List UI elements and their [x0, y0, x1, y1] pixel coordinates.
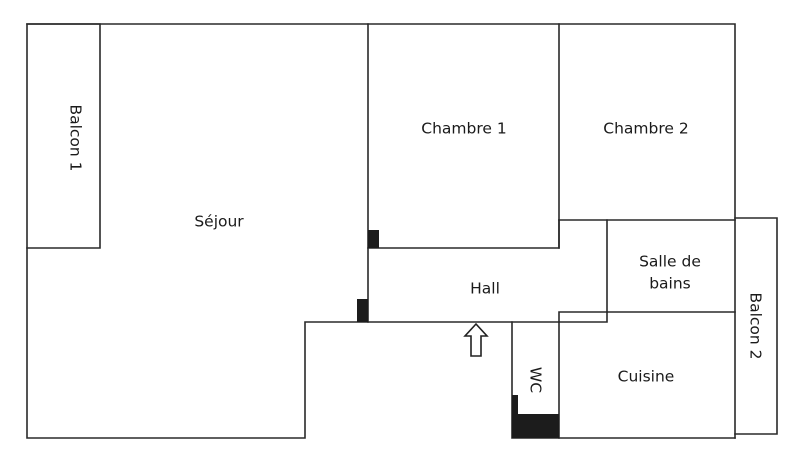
balcon1-walls [26, 23, 101, 249]
entrance-arrow-up-icon [463, 322, 489, 357]
label-salle-de-bains-line2: bains [649, 275, 691, 293]
chambre1-door-block [368, 230, 379, 248]
label-cuisine: Cuisine [618, 368, 675, 386]
room-labels: Balcon 1 Séjour Chambre 1 Chambre 2 Hall… [67, 104, 765, 393]
label-wc: WC [527, 367, 545, 393]
balcon2-walls [734, 217, 778, 435]
label-hall: Hall [470, 280, 500, 298]
walls [26, 23, 778, 439]
hall-walls [367, 219, 608, 323]
sejour-door-block [357, 299, 368, 322]
sejour-walls [26, 23, 369, 439]
label-chambre2: Chambre 2 [603, 120, 688, 138]
top-wall [367, 23, 736, 439]
cuisine-walls [558, 311, 736, 439]
label-balcon1: Balcon 1 [67, 104, 85, 171]
wc-fixture-tab [512, 395, 518, 415]
label-balcon2: Balcon 2 [747, 292, 765, 359]
label-chambre1: Chambre 1 [421, 120, 506, 138]
label-sejour: Séjour [194, 213, 244, 231]
wc-fixture-block [512, 414, 559, 438]
label-salle-de-bains-line1: Salle de [639, 253, 701, 271]
solid-blocks [357, 230, 559, 438]
